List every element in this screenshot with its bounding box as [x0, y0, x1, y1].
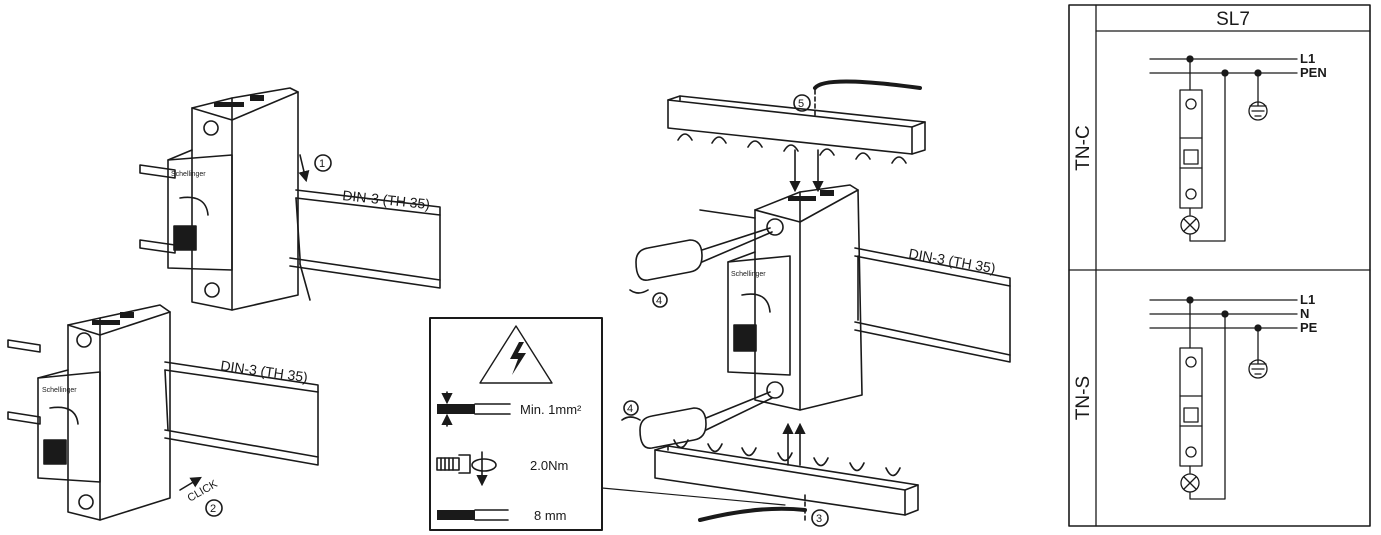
step-1-number: 1: [319, 158, 325, 170]
min-cross-section-label: Min. 1mm²: [520, 402, 582, 417]
step-4-number: 4: [656, 295, 662, 307]
step-3-number: 3: [816, 513, 822, 525]
breaker-top-left: [139, 87, 441, 311]
tns-conductor-pe: PE: [1300, 320, 1318, 335]
tnc-label: TN-C: [1073, 125, 1094, 170]
rail-label-bottom-left: DIN-3 (TH 35): [220, 357, 309, 385]
tnc-conductor-pen: PEN: [1300, 65, 1327, 80]
earth-icon: [1249, 72, 1267, 117]
torque-label: 2.0Nm: [530, 458, 568, 473]
torque-screw-icon: [436, 451, 497, 487]
tns-circuit: [1149, 296, 1298, 500]
wiring-spec-box: [429, 317, 603, 531]
brand-label: Schellinger: [171, 171, 206, 178]
tns-label: TN-S: [1073, 376, 1094, 420]
step-5-number: 5: [798, 98, 804, 110]
rail-label-center: DIN-3 (TH 35): [907, 245, 996, 276]
step-4-number: 4: [627, 403, 633, 415]
tnc-circuit: [1149, 55, 1298, 242]
brand-label: Schellinger: [731, 271, 766, 278]
breaker-center: [601, 79, 1011, 527]
strip-length-label: 8 mm: [534, 508, 567, 523]
schematic-title: SL7: [1216, 9, 1250, 30]
schematic-table: [1068, 4, 1371, 527]
tns-conductor-n: N: [1300, 306, 1309, 321]
breaker-bottom-left: [7, 304, 319, 521]
step-2-number: 2: [210, 503, 216, 515]
strip-length-icon: [437, 509, 509, 521]
wire-gauge-icon: [437, 391, 511, 427]
brand-label: Schellinger: [42, 387, 77, 394]
tns-conductor-l1: L1: [1300, 292, 1315, 307]
earth-icon: [1249, 327, 1267, 375]
tnc-conductor-l1: L1: [1300, 51, 1315, 66]
warning-triangle-icon: [479, 325, 553, 384]
